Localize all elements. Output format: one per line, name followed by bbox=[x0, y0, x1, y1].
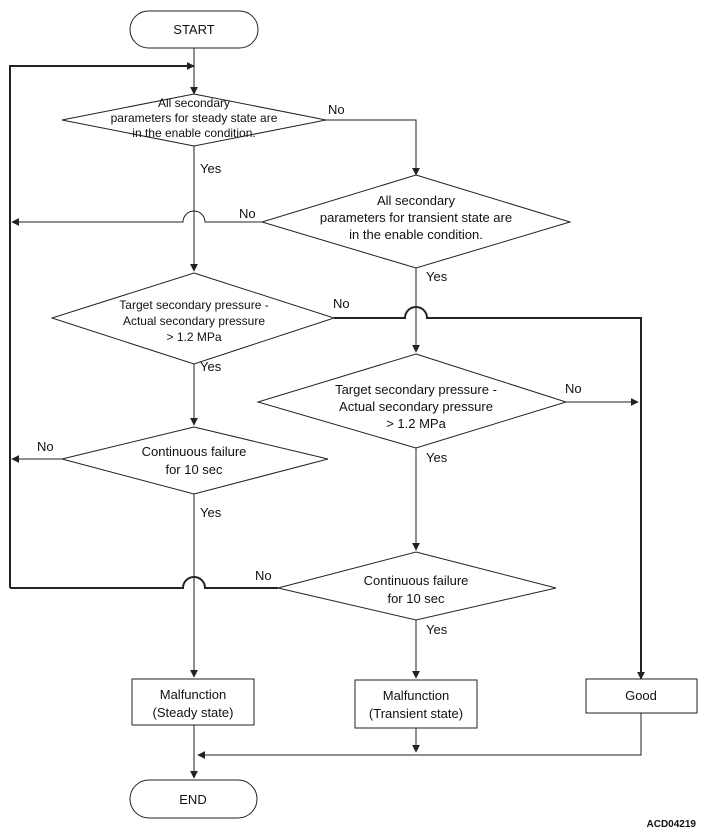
decision-steady-continuous-line-1: Continuous failure bbox=[142, 444, 247, 459]
decision-steady-enable-line-2: parameters for steady state are bbox=[111, 111, 278, 125]
start-label: START bbox=[173, 22, 214, 37]
start-node: START bbox=[129, 10, 259, 49]
decision-transient-pressure-line-1: Target secondary pressure - bbox=[335, 382, 497, 397]
label-d3-yes: Yes bbox=[200, 359, 222, 374]
label-d6-no: No bbox=[255, 568, 272, 583]
label-d4-no: No bbox=[565, 381, 582, 396]
figure-id: ACD04219 bbox=[647, 819, 697, 830]
end-label: END bbox=[179, 792, 206, 807]
decision-steady-pressure: Target secondary pressure - Actual secon… bbox=[50, 272, 336, 365]
edge-d1-no bbox=[326, 119, 420, 176]
label-d1-no: No bbox=[328, 102, 345, 117]
label-d1-yes: Yes bbox=[200, 161, 222, 176]
decision-transient-enable: All secondary parameters for transient s… bbox=[260, 174, 572, 269]
label-d4-yes: Yes bbox=[426, 450, 448, 465]
result-malfunction-steady: Malfunction (Steady state) bbox=[131, 678, 255, 726]
decision-transient-continuous-line-2: for 10 sec bbox=[387, 591, 445, 606]
decision-steady-enable-line-1: All secondary bbox=[158, 96, 230, 110]
result-malfunction-transient-line-2: (Transient state) bbox=[369, 706, 463, 721]
edge-d3-no bbox=[334, 306, 645, 680]
decision-steady-pressure-line-2: Actual secondary pressure bbox=[123, 314, 265, 328]
decision-transient-pressure-line-2: Actual secondary pressure bbox=[339, 399, 493, 414]
result-malfunction-transient-line-1: Malfunction bbox=[383, 688, 449, 703]
label-d5-no: No bbox=[37, 439, 54, 454]
result-malfunction-transient: Malfunction (Transient state) bbox=[354, 679, 478, 729]
loop-back-line bbox=[9, 62, 195, 588]
decision-transient-pressure-line-3: > 1.2 MPa bbox=[386, 416, 446, 431]
result-malfunction-steady-line-2: (Steady state) bbox=[153, 705, 234, 720]
connectors bbox=[9, 48, 645, 779]
result-good-label: Good bbox=[625, 688, 657, 703]
decision-steady-continuous: Continuous failure for 10 sec bbox=[61, 426, 329, 495]
decision-transient-enable-line-3: in the enable condition. bbox=[349, 227, 483, 242]
end-node: END bbox=[129, 779, 258, 819]
result-malfunction-steady-line-1: Malfunction bbox=[160, 687, 226, 702]
decision-transient-pressure: Target secondary pressure - Actual secon… bbox=[256, 353, 568, 449]
edge-d6-no bbox=[10, 576, 278, 589]
decision-steady-pressure-line-1: Target secondary pressure - bbox=[119, 298, 268, 312]
decision-transient-enable-line-1: All secondary bbox=[377, 193, 456, 208]
result-good: Good bbox=[585, 678, 698, 714]
label-d2-no: No bbox=[239, 206, 256, 221]
edge-d2-no bbox=[11, 210, 262, 226]
label-d3-no: No bbox=[333, 296, 350, 311]
decision-transient-continuous: Continuous failure for 10 sec bbox=[277, 551, 557, 621]
decision-transient-enable-line-2: parameters for transient state are bbox=[320, 210, 512, 225]
decision-steady-enable-line-3: in the enable condition. bbox=[132, 126, 255, 140]
decision-steady-pressure-line-3: > 1.2 MPa bbox=[166, 330, 221, 344]
label-d2-yes: Yes bbox=[426, 269, 448, 284]
label-d6-yes: Yes bbox=[426, 622, 448, 637]
edge-labels: No Yes No Yes No Yes No Yes No Yes No Ye… bbox=[37, 102, 582, 637]
label-d5-yes: Yes bbox=[200, 505, 222, 520]
edge-r3-merge bbox=[197, 713, 642, 759]
decision-steady-continuous-line-2: for 10 sec bbox=[165, 462, 223, 477]
decision-transient-continuous-line-1: Continuous failure bbox=[364, 573, 469, 588]
decision-steady-enable: All secondary parameters for steady stat… bbox=[61, 93, 327, 147]
